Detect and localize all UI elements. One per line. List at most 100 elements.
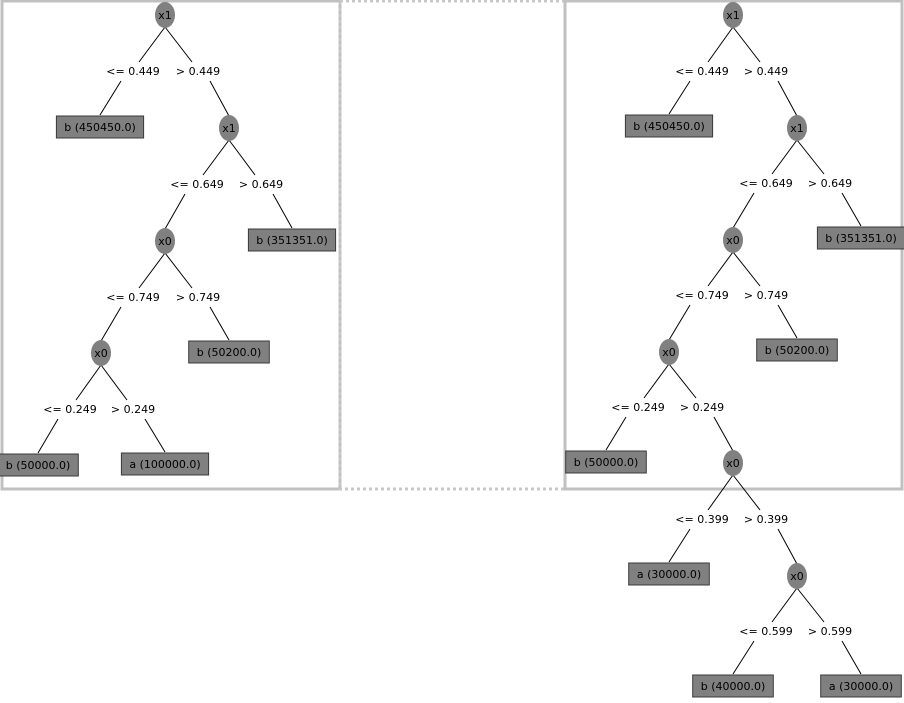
edge: <= 0.449 <box>99 26 166 116</box>
split-node-ellipse <box>155 2 175 28</box>
edge-line <box>643 363 670 399</box>
edge-line <box>668 363 697 399</box>
edge-condition-label: > 0.649 <box>239 178 283 191</box>
edge-line <box>272 193 293 229</box>
leaf-box <box>0 453 79 477</box>
split-node-ellipse <box>787 115 807 141</box>
leaf-box <box>756 338 838 362</box>
split-node-ellipse <box>723 227 743 253</box>
edge-condition-label: > 0.599 <box>808 625 852 638</box>
edge-line <box>209 306 230 341</box>
edge-condition-label: > 0.249 <box>111 403 155 416</box>
edge: > 0.749 <box>732 251 798 339</box>
edge: <= 0.749 <box>100 252 166 342</box>
split-node-label: x0 <box>726 234 740 247</box>
split-node: x0 <box>659 339 679 365</box>
split-node: x1 <box>155 2 175 28</box>
edge-line <box>732 474 761 511</box>
leaf-label: b (351351.0) <box>256 234 328 247</box>
leaf-label: b (50000.0) <box>574 456 639 469</box>
leaf-label: b (50000.0) <box>6 459 71 472</box>
edge: <= 0.749 <box>668 251 734 341</box>
leaf-node: a (100000.0) <box>120 452 210 476</box>
edge: <= 0.249 <box>605 363 670 451</box>
edge-condition-label: > 0.449 <box>744 65 788 78</box>
middle-panel-frame <box>338 0 567 491</box>
leaf-label: a (30000.0) <box>637 568 701 581</box>
edge-line <box>796 139 825 175</box>
split-node: x0 <box>155 228 175 254</box>
leaf-label: b (50200.0) <box>765 344 830 357</box>
edge-condition-label: <= 0.649 <box>170 178 223 191</box>
leaf-label: a (30000.0) <box>829 680 893 693</box>
edge-condition-label: <= 0.649 <box>739 177 792 190</box>
leaf-box <box>188 340 270 364</box>
edge-line <box>138 252 166 289</box>
edge-line <box>164 26 193 63</box>
edge-line <box>713 416 734 452</box>
edge: > 0.649 <box>796 139 862 227</box>
split-node-ellipse <box>91 340 111 366</box>
split-node-label: x0 <box>790 570 804 583</box>
leaf-label: b (450450.0) <box>64 121 136 134</box>
edge-line <box>668 528 691 563</box>
split-node-label: x1 <box>726 9 740 22</box>
split-node-label: x0 <box>94 347 108 360</box>
edge-condition-label: > 0.449 <box>176 65 220 78</box>
edge-line <box>777 304 798 339</box>
leaf-box <box>565 450 647 474</box>
leaf-box <box>247 228 337 252</box>
edge: <= 0.649 <box>732 139 798 229</box>
split-node-ellipse <box>219 115 239 141</box>
leaf-box <box>120 452 210 476</box>
split-node-label: x1 <box>790 122 804 135</box>
edge: <= 0.449 <box>668 26 734 115</box>
edge-condition-label: > 0.749 <box>744 289 788 302</box>
edge-line <box>707 251 734 287</box>
edge: > 0.649 <box>228 139 293 229</box>
edge: <= 0.399 <box>668 474 734 563</box>
split-node-ellipse <box>787 563 807 589</box>
edge-line <box>668 304 691 341</box>
edge-line <box>796 587 825 623</box>
leaf-node: b (50200.0) <box>756 338 838 362</box>
edge-condition-label: <= 0.399 <box>675 513 728 526</box>
edge: > 0.449 <box>732 26 798 117</box>
edge: > 0.449 <box>164 26 230 117</box>
edge: <= 0.249 <box>37 364 102 454</box>
leaf-label: b (50200.0) <box>197 346 262 359</box>
edge-line <box>707 26 734 63</box>
leaf-node: b (450450.0) <box>55 115 145 139</box>
edge-line <box>777 80 798 117</box>
leaf-label: b (351351.0) <box>825 232 897 245</box>
leaf-box <box>624 114 714 138</box>
edge: <= 0.599 <box>732 587 798 675</box>
edge-line <box>771 587 798 623</box>
leaf-box <box>692 674 774 698</box>
edge-condition-label: <= 0.449 <box>675 65 728 78</box>
edge-line <box>37 418 59 454</box>
split-node: x0 <box>91 340 111 366</box>
edge-line <box>771 139 798 175</box>
edge-line <box>144 418 166 453</box>
split-node: x1 <box>219 115 239 141</box>
edge-condition-label: <= 0.749 <box>106 291 159 304</box>
edge-line <box>100 364 128 401</box>
leaf-node: b (40000.0) <box>692 674 774 698</box>
split-node: x0 <box>723 227 743 253</box>
edge-line <box>732 26 761 63</box>
edge-line <box>841 192 862 227</box>
split-node-ellipse <box>723 450 743 476</box>
edge-line <box>209 80 230 117</box>
leaf-node: b (351351.0) <box>816 226 904 250</box>
leaf-box <box>55 115 145 139</box>
split-node: x1 <box>723 2 743 28</box>
edge: > 0.249 <box>100 364 166 453</box>
edge: <= 0.649 <box>164 139 230 230</box>
edge-line <box>138 26 166 63</box>
edge-condition-label: <= 0.599 <box>739 625 792 638</box>
split-node-label: x1 <box>222 122 236 135</box>
leaf-node: b (351351.0) <box>247 228 337 252</box>
leaf-node: b (50000.0) <box>0 453 79 477</box>
